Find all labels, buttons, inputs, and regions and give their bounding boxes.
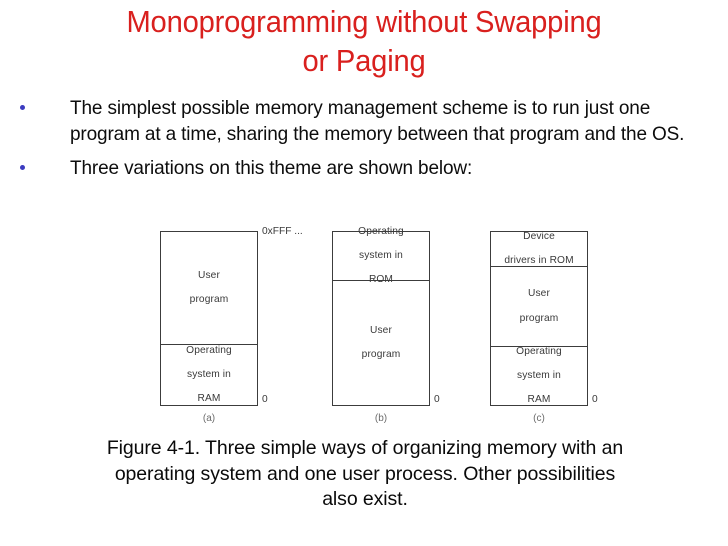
memory-box-c: Device drivers in ROM User program Opera… — [490, 231, 588, 406]
diagram-sub-label-a: (a) — [202, 413, 216, 424]
figure-caption: Figure 4-1. Three simple ways of organiz… — [22, 436, 708, 513]
memory-segment-os-rom: Operating system in ROM — [333, 226, 429, 285]
page-title-line-2: or Paging — [302, 43, 426, 78]
memory-layout-figure: User program Operating system in RAM 0xF… — [0, 226, 728, 428]
list-item: The simplest possible memory management … — [0, 96, 728, 147]
segment-label-line-1: User — [198, 269, 220, 281]
segment-label-line-1: Operating — [358, 225, 404, 237]
memory-segment-user-program: User program — [333, 281, 429, 405]
segment-label-line-1: Operating — [186, 344, 232, 356]
segment-label-line-2: drivers in ROM — [504, 255, 574, 267]
page-title-line-1: Monoprogramming without Swapping — [126, 4, 602, 39]
bottom-address-label: 0 — [262, 394, 268, 405]
segment-label-line-1: Device — [523, 230, 555, 242]
list-item-text: Three variations on this theme are shown… — [70, 157, 473, 179]
bullet-dot-icon — [20, 165, 25, 170]
segment-label-line-1: User — [370, 324, 392, 336]
segment-label-line-3: RAM — [197, 393, 221, 405]
memory-segment-os-ram: Operating system in RAM — [491, 345, 587, 406]
memory-segment-user-program: User program — [491, 267, 587, 347]
bottom-address-label: 0 — [434, 394, 440, 405]
segment-label-line-3: RAM — [527, 394, 551, 406]
memory-segment-os-ram: Operating system in RAM — [161, 345, 257, 405]
segment-label-line-2: program — [361, 349, 401, 361]
page-title: Monoprogramming without Swapping or Pagi… — [22, 2, 706, 80]
segment-label-line-1: Operating — [516, 345, 562, 357]
segment-label-line-2: program — [189, 294, 229, 306]
memory-segment-user-program: User program — [161, 232, 257, 345]
list-item-text: The simplest possible memory management … — [70, 97, 685, 145]
figure-caption-line-3: also exist. — [322, 488, 408, 510]
list-item: Three variations on this theme are shown… — [0, 156, 728, 182]
bullet-dot-icon — [20, 105, 25, 110]
segment-label-line-1: User — [528, 288, 550, 300]
segment-label-line-2: system in — [359, 249, 403, 261]
memory-segment-device-drivers-rom: Device drivers in ROM — [491, 230, 587, 267]
bottom-address-label: 0 — [592, 394, 598, 405]
memory-box-a: User program Operating system in RAM — [160, 231, 258, 406]
figure-caption-line-2: operating system and one user process. O… — [114, 462, 616, 485]
segment-label-line-2: system in — [187, 368, 231, 380]
memory-box-b: Operating system in ROM User program — [332, 226, 430, 406]
bullet-list: The simplest possible memory management … — [0, 96, 728, 191]
diagram-sub-label-c: (c) — [533, 413, 545, 424]
segment-label-line-2: program — [519, 312, 559, 324]
segment-label-line-3: ROM — [368, 274, 394, 286]
figure-caption-line-1: Figure 4-1. Three simple ways of organiz… — [106, 437, 624, 459]
segment-label-line-2: system in — [517, 369, 561, 381]
diagram-sub-label-b: (b) — [374, 413, 388, 424]
top-address-label: 0xFFF ... — [262, 226, 303, 237]
